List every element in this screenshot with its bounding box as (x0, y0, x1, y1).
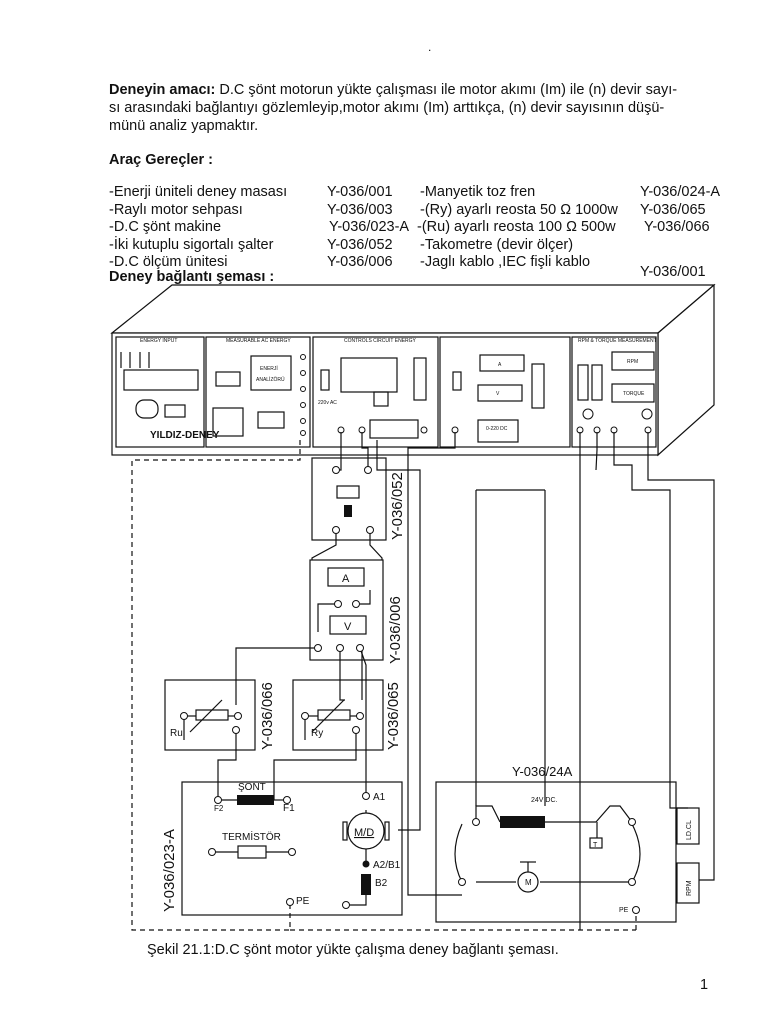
tool-right-name: -(Ry) ayarlı reosta 50 Ω 1000w (420, 202, 618, 218)
panel-dc: 0-220 DC (486, 426, 508, 432)
brake-box (435, 781, 677, 923)
label-ry: Ry (311, 728, 323, 739)
meter-v: V (344, 621, 352, 633)
label-pe-brake: PE (619, 907, 629, 914)
label-ru: Ru (170, 728, 183, 739)
tool-right-name: -Manyetik toz fren (420, 184, 536, 200)
aim-paragraph: Deneyin amacı: D.C şönt motorun yükte ça… (109, 81, 749, 135)
tool-left-name: -İki kutuplu sigortalı şalter (109, 237, 274, 253)
module-measurable (205, 336, 311, 448)
label-f2: F2 (214, 804, 224, 813)
tool-right-code: Y-036/066 (644, 219, 710, 235)
label-24vdc: 24V DC. (531, 797, 558, 804)
label-rpm-torque: RPM & TORQUE MEASUREMENT (578, 338, 657, 344)
label-analizoru: ANALİZÖRÜ (256, 376, 285, 383)
label-m: M (525, 878, 532, 887)
aim-label: Deneyin amacı: (109, 82, 216, 98)
meter-a: A (342, 573, 350, 585)
tool-left-code: Y-036/006 (327, 254, 393, 270)
panel-torque: TORQUE (623, 391, 645, 397)
label-f1: F1 (283, 803, 295, 814)
label-enerji: ENERJİ (260, 365, 278, 372)
table-side (657, 283, 715, 457)
tool-left-code: Y-036/023-A (329, 219, 410, 235)
label-termistor: TERMİSTÖR (222, 830, 281, 843)
tool-right-code: Y-036/024-A (640, 184, 721, 200)
panel-brand: YILDIZ-DENEY (150, 430, 220, 441)
label-a2b1: A2/B1 (373, 860, 401, 871)
label-a1: A1 (373, 792, 386, 803)
aim-text-1: D.C şönt motorun yükte çalışması ile mot… (215, 82, 678, 98)
panel-a: A (498, 362, 502, 368)
module-controls (312, 336, 439, 448)
panel-ac: 220v AC (318, 400, 337, 406)
fuse-switch-box (311, 457, 387, 541)
label-y036-065: Y-036/065 (385, 682, 402, 750)
panel-v: V (496, 391, 500, 397)
label-measurable: MEASURABLE AC ENERGY (226, 338, 291, 344)
meter-box (309, 559, 384, 661)
aim-line-1: Deneyin amacı: D.C şönt motorun yükte ça… (109, 81, 749, 99)
label-md: M/D (354, 827, 374, 839)
tool-left-code: Y-036/052 (327, 237, 393, 253)
label-t: T (593, 842, 598, 849)
tool-right-name: -Jaglı kablo ,IEC fişli kablo (420, 254, 591, 270)
series-winding (361, 874, 371, 895)
label-rpm-side: RPM (686, 880, 693, 896)
label-pe-motor: PE (296, 896, 310, 907)
tool-right-code: Y-036/001 (640, 264, 706, 280)
ry-box (292, 679, 384, 751)
tool-left-name: -D.C şönt makine (109, 219, 222, 235)
label-energy-input: ENERGY INPUT (140, 338, 177, 344)
motor-box (181, 781, 403, 916)
label-y036-052: Y-036/052 (389, 472, 406, 540)
tool-right-name: -Takometre (devir ölçer) (420, 237, 574, 253)
aim-line-2: sı arasındaki bağlantıyı gözlemleyip,mot… (109, 100, 665, 116)
label-controls: CONTROLS CIRCUIT ENERGY (344, 338, 417, 344)
shunt-winding (237, 795, 274, 805)
tool-left-code: Y-036/003 (327, 202, 393, 218)
ru-box (164, 679, 256, 751)
module-dc (439, 336, 571, 448)
page-number: 1 (700, 977, 709, 993)
rpm-sensor-box (676, 862, 700, 904)
label-ldcl: LD.CL (686, 820, 693, 840)
tool-left-name: -D.C ölçüm ünitesi (109, 254, 228, 270)
panel-rpm: RPM (627, 359, 638, 365)
label-y036-023a: Y-036/023-A (161, 829, 178, 912)
tool-right-name: -(Ru) ayarlı reosta 100 Ω 500w (417, 219, 616, 235)
tool-left-code: Y-036/001 (327, 184, 393, 200)
tool-left-name: -Raylı motor sehpası (109, 202, 243, 218)
aim-line-3: münü analiz yapmaktır. (109, 118, 259, 134)
tool-left-name: -Enerji üniteli deney masası (109, 184, 288, 200)
label-y036-006: Y-036/006 (387, 596, 404, 664)
label-b2: B2 (375, 878, 388, 889)
table-top (110, 284, 716, 334)
brake-coil (500, 816, 545, 828)
tool-right-code: Y-036/065 (640, 202, 706, 218)
module-energy-input (115, 336, 205, 448)
energy-table (111, 332, 659, 456)
schema-title: Deney bağlantı şeması : (109, 269, 275, 285)
dot-mark: . (428, 40, 432, 54)
figure-caption: Şekil 21.1:D.C şönt motor yükte çalışma … (147, 942, 559, 958)
label-y036-066: Y-036/066 (259, 682, 276, 750)
dc-motor (347, 812, 385, 850)
label-sont: ŞONT (238, 782, 266, 793)
label-y036-24a: Y-036/24A (512, 764, 573, 779)
tools-title: Araç Gereçler : (109, 152, 213, 168)
